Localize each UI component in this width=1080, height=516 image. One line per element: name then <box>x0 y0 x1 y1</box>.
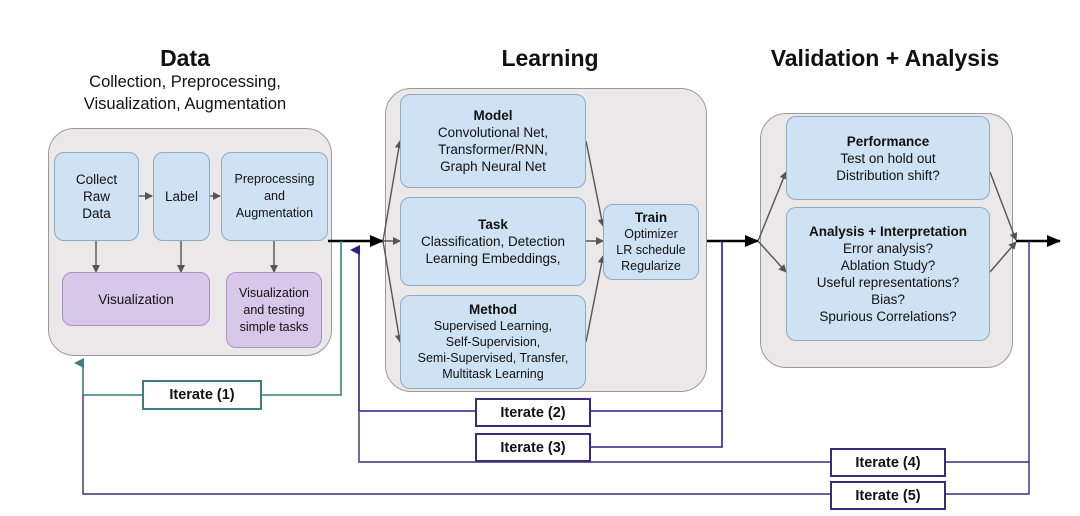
method-title: Method <box>469 302 517 317</box>
task-title: Task <box>478 217 508 232</box>
train-title: Train <box>634 210 668 225</box>
iterate-1-label: Iterate (1) <box>142 380 262 410</box>
analysis-line-2: Ablation Study? <box>840 258 936 273</box>
collect-raw-data-box: Collect Raw Data <box>54 152 139 241</box>
analysis-line-5: Spurious Correlations? <box>819 309 957 324</box>
model-title: Model <box>473 108 513 123</box>
iterate-3-label: Iterate (3) <box>475 433 591 462</box>
method-line-3: Semi-Supervised, Transfer, <box>417 351 569 365</box>
performance-line-2: Distribution shift? <box>836 167 940 183</box>
iterate-2-label: Iterate (2) <box>475 398 591 427</box>
model-box: Model Convolutional Net, Transformer/RNN… <box>400 94 586 188</box>
model-line-1: Convolutional Net, <box>437 125 549 140</box>
task-line-1: Classification, Detection <box>420 234 566 249</box>
collect-line-1: Collect <box>75 172 118 187</box>
collect-line-3: Data <box>82 206 111 221</box>
visualization-line-1: Visualization <box>98 291 174 307</box>
validation-section-title: Validation + Analysis <box>770 45 1000 71</box>
viz-testing-line-3: simple tasks <box>239 319 309 334</box>
visualization-box: Visualization <box>62 272 210 326</box>
viz-testing-line-1: Visualization <box>239 285 309 300</box>
train-line-2: LR schedule <box>616 243 686 257</box>
preprocessing-line-3: Augmentation <box>235 206 314 220</box>
label-box: Label <box>153 152 210 241</box>
performance-line-1: Test on hold out <box>840 150 936 166</box>
iterate-5-label: Iterate (5) <box>830 481 946 510</box>
method-line-1: Supervised Learning, <box>433 319 553 333</box>
task-box: Task Classification, Detection Learning … <box>400 197 586 286</box>
data-section-title: Data <box>160 45 210 71</box>
collect-line-2: Raw <box>82 189 110 204</box>
method-box: Method Supervised Learning, Self-Supervi… <box>400 295 586 389</box>
analysis-interpretation-box: Analysis + Interpretation Error analysis… <box>786 207 990 341</box>
label-line-1: Label <box>164 189 199 204</box>
data-section-subtitle-1: Collection, Preprocessing, <box>89 73 281 91</box>
model-line-3: Graph Neural Net <box>440 159 546 174</box>
method-line-4: Multitask Learning <box>442 367 544 381</box>
analysis-line-3: Useful representations? <box>816 275 960 290</box>
method-line-2: Self-Supervision, <box>445 335 541 349</box>
task-line-2: Learning Embeddings, <box>425 251 561 266</box>
performance-box: Performance Test on hold out Distributio… <box>786 116 990 200</box>
model-line-2: Transformer/RNN, <box>438 142 548 157</box>
train-line-1: Optimizer <box>624 227 678 241</box>
preprocessing-line-1: Preprocessing <box>234 172 315 186</box>
train-box: Train Optimizer LR schedule Regularize <box>603 204 699 280</box>
analysis-title: Analysis + Interpretation <box>809 224 967 239</box>
viz-testing-line-2: and testing <box>243 302 305 317</box>
preprocessing-line-2: and <box>264 189 285 203</box>
analysis-line-1: Error analysis? <box>842 241 934 256</box>
visualization-testing-box: Visualization and testing simple tasks <box>226 272 322 348</box>
learning-section-title: Learning <box>501 45 599 71</box>
preprocessing-augmentation-box: Preprocessing and Augmentation <box>221 152 328 241</box>
performance-title: Performance <box>846 133 930 149</box>
data-section-subtitle-2: Visualization, Augmentation <box>83 95 287 113</box>
train-line-3: Regularize <box>621 259 681 273</box>
iterate-4-label: Iterate (4) <box>830 448 946 477</box>
analysis-line-4: Bias? <box>871 292 905 307</box>
